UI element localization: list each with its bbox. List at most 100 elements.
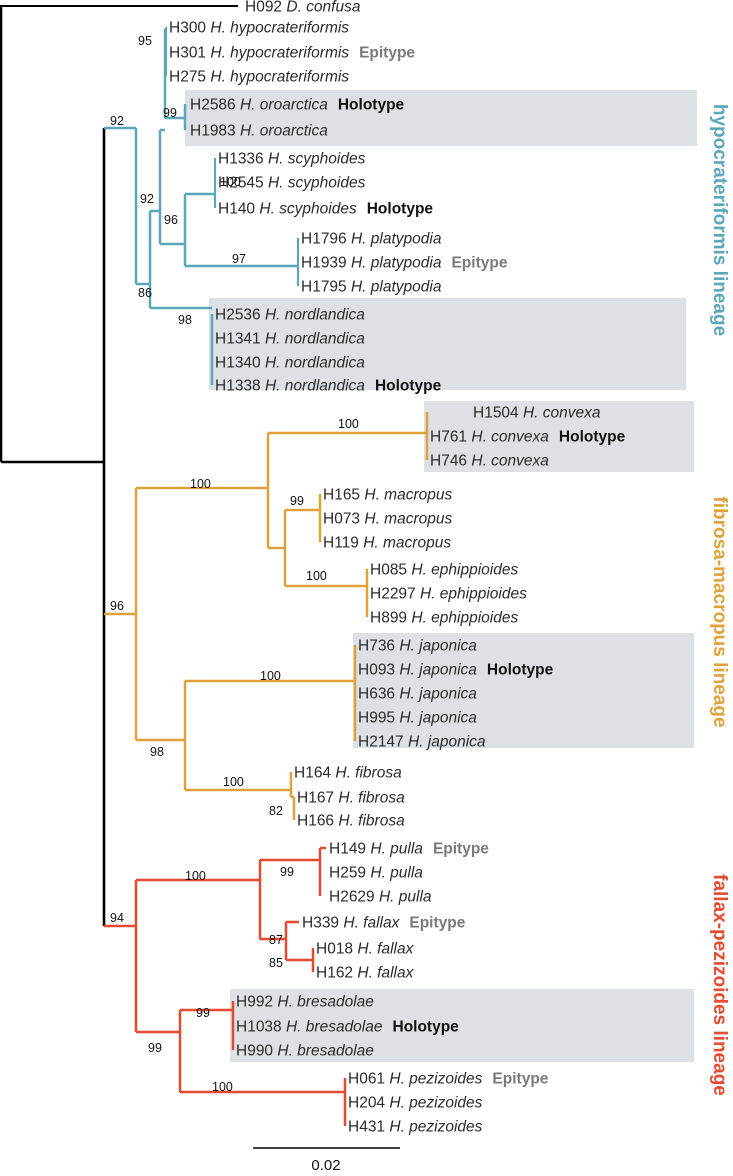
support-value: 96 [164,213,178,227]
tip-code: H1336 [218,151,268,168]
tip-species: H. bresadolae [277,1043,374,1060]
support-value: 100 [212,1080,233,1094]
tip-species: H. platypodia [351,279,442,296]
tip-label: H1983 H. oroarctica [190,123,328,140]
lineage-labels: hypocrateriformis lineagefibrosa-macropu… [709,104,730,1096]
tip-label: H1336 H. scyphoides [218,151,366,168]
tip-label: H2297 H. ephippioides [370,586,527,603]
tip-code: H1939 [301,255,351,272]
tip-species: H. macropus [363,535,451,552]
holotype-clade-box [353,633,694,748]
tip-species: H. nordlandica [265,307,365,324]
tip-species: H. japonica [408,734,486,751]
epitype-tag: Epitype [451,255,507,272]
tip-code: H2297 [370,586,420,603]
tip-code: H1340 [215,355,265,372]
tip-species: H. pezizoides [389,1095,482,1112]
support-value: 100 [306,569,327,583]
support-value: 92 [110,114,124,128]
epitype-tag: Epitype [492,1071,548,1088]
tip-code: H339 [302,915,343,932]
tip-code: H995 [358,710,399,727]
tip-label: H1796 H. platypodia [301,231,442,248]
tip-species: H. japonica [399,638,477,655]
tip-label: H1795 H. platypodia [301,279,442,296]
tip-label: H140 H. scyphoides Holotype [218,201,433,218]
support-value: 94 [110,911,124,925]
holotype-clade-box [209,298,686,390]
tip-code: H992 [236,994,277,1011]
tip-species: H. ephippioides [420,586,527,603]
tip-code: H275 [169,69,210,86]
holotype-tag: Holotype [338,97,405,114]
holotype-clade-box [424,401,694,472]
tip-species: H. fallax [357,941,414,958]
support-values: 9599100979692929886100991001001001008298… [110,34,359,1094]
tip-code: H149 [329,841,370,858]
tree-branch [164,27,300,286]
tip-code: H761 [430,429,471,446]
support-value: 86 [138,286,152,300]
tip-code: H1795 [301,279,351,296]
epitype-tag: Epitype [433,841,489,858]
tip-species: H. bresadolae [286,1019,383,1036]
tip-label: H1340 H. nordlandica [215,355,365,372]
support-value: 85 [269,956,283,970]
lineage-label: fibrosa-macropus lineage [709,496,730,727]
tip-species: H. ephippioides [411,610,518,627]
holotype-tag: Holotype [367,201,434,218]
tip-label: H2545 H. scyphoides [218,175,366,192]
tip-label: H2536 H. nordlandica [215,307,365,324]
tip-code: H166 [297,813,338,830]
support-value: 87 [269,933,283,947]
tip-species: H. fibrosa [338,790,405,807]
tip-species: H. fallax [343,915,400,932]
support-value: 100 [185,869,206,883]
tip-label: H259 H. pulla [329,865,423,882]
tip-code: H093 [358,662,399,679]
support-value: 99 [163,106,177,120]
tip-species: H. convexa [471,429,549,446]
tip-species: H. pezizoides [389,1119,482,1136]
tip-code: H165 [323,487,364,504]
tip-code: H018 [316,941,357,958]
tip-label: H166 H. fibrosa [297,813,405,830]
tip-code: H2536 [215,307,265,324]
tip-species: H. nordlandica [265,331,365,348]
support-value: 100 [260,669,281,683]
tip-label: H995 H. japonica [358,710,477,727]
tip-species: H. platypodia [351,255,442,272]
tip-label: H992 H. bresadolae [236,994,374,1011]
tip-label: H085 H. ephippioides [370,562,518,579]
holotype-clade-box [185,90,697,146]
scale-bar-label: 0.02 [311,1157,340,1174]
tip-code: H140 [218,201,259,218]
tip-species: H. macropus [364,511,452,528]
tip-species: H. scyphoides [259,201,357,218]
tree-branch [134,412,429,820]
tip-label: H2629 H. pulla [329,889,432,906]
tip-label: H746 H. convexa [430,453,549,470]
tip-code: H2586 [190,97,240,114]
tip-label: H275 H. hypocrateriformis [169,69,349,86]
tip-species: H. oroarctica [240,97,328,114]
tip-code: H164 [294,765,335,782]
tip-label: H018 H. fallax [316,941,415,958]
tip-label: H165 H. macropus [323,487,452,504]
tip-label: H073 H. macropus [323,511,452,528]
tip-species: H. hypocrateriformis [210,45,349,62]
tip-code: H300 [169,20,210,37]
tip-label: H204 H. pezizoides [348,1095,483,1112]
support-value: 82 [269,804,283,818]
tip-code: H990 [236,1043,277,1060]
tip-label: H431 H. pezizoides [348,1119,483,1136]
tree-branches [0,5,429,1126]
support-value: 99 [280,865,294,879]
tip-code: H259 [329,865,370,882]
tip-label: H167 H. fibrosa [297,790,405,807]
tip-code: H1338 [215,378,265,395]
tip-code: H119 [323,535,363,552]
